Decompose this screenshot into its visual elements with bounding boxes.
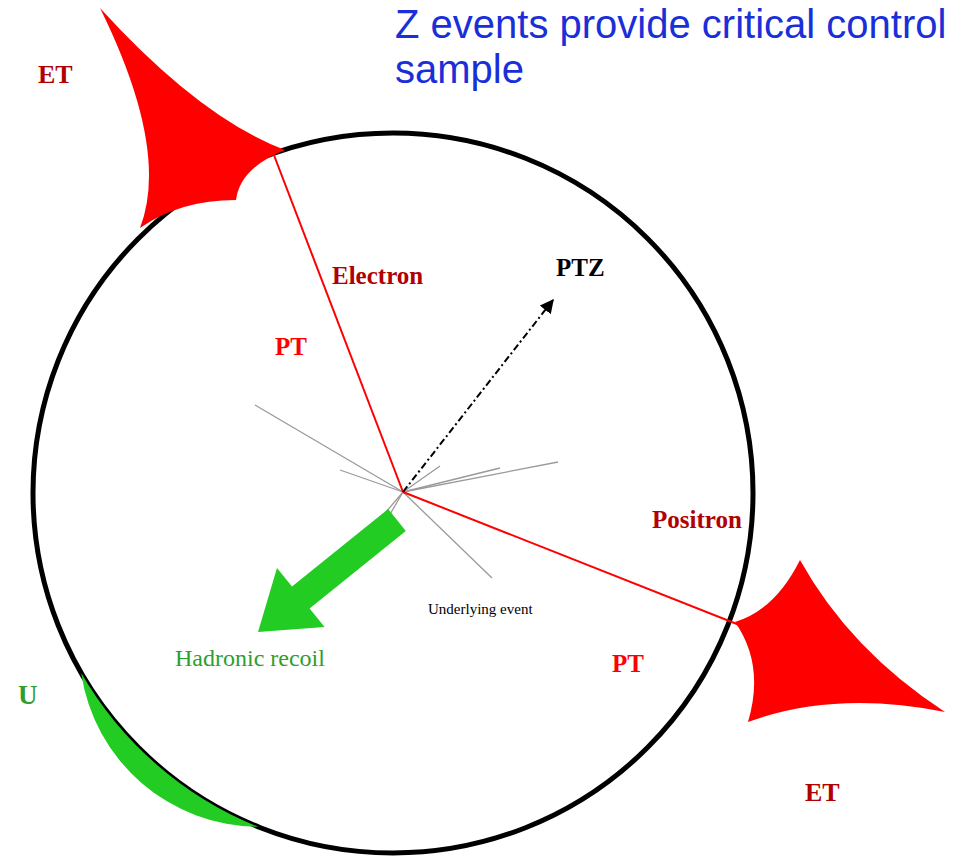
recoil-label: Hadronic recoil <box>175 645 325 673</box>
particle-label: Electron <box>332 262 423 291</box>
electron-track <box>272 150 403 492</box>
recoil-arrow <box>258 509 406 632</box>
em-deposit <box>735 560 945 722</box>
momentum-label: PT <box>275 333 307 362</box>
label-anchor: U <box>18 680 38 711</box>
slide-title: Z events provide critical control sample <box>395 2 950 92</box>
energy-label: ET <box>38 60 73 90</box>
label-anchor: Positron <box>652 506 742 535</box>
label-anchor: ET <box>805 778 840 808</box>
label-anchor: PTZ <box>556 254 605 283</box>
energy-label: ET <box>805 778 840 808</box>
label-anchor: ET <box>38 60 73 90</box>
label-anchor: Hadronic recoil <box>175 645 325 673</box>
label-anchor: Underlying event <box>428 600 533 618</box>
label-anchor: Electron <box>332 262 423 291</box>
track-label: Underlying event <box>428 601 533 618</box>
detector-circle <box>33 133 753 853</box>
em-deposit <box>100 8 285 228</box>
underlying-tracks <box>255 405 558 592</box>
recoil-symbol: U <box>18 680 38 711</box>
title-anchor: Z events provide critical control sample <box>395 2 950 92</box>
label-anchor: PT <box>275 333 307 362</box>
label-anchor: PT <box>612 650 644 679</box>
recoil-deposit <box>81 673 258 827</box>
z-momentum-arrow <box>403 300 553 492</box>
positron-track <box>403 492 752 630</box>
momentum-label: PTZ <box>556 254 605 283</box>
momentum-label: PT <box>612 650 644 679</box>
particle-label: Positron <box>652 506 742 535</box>
